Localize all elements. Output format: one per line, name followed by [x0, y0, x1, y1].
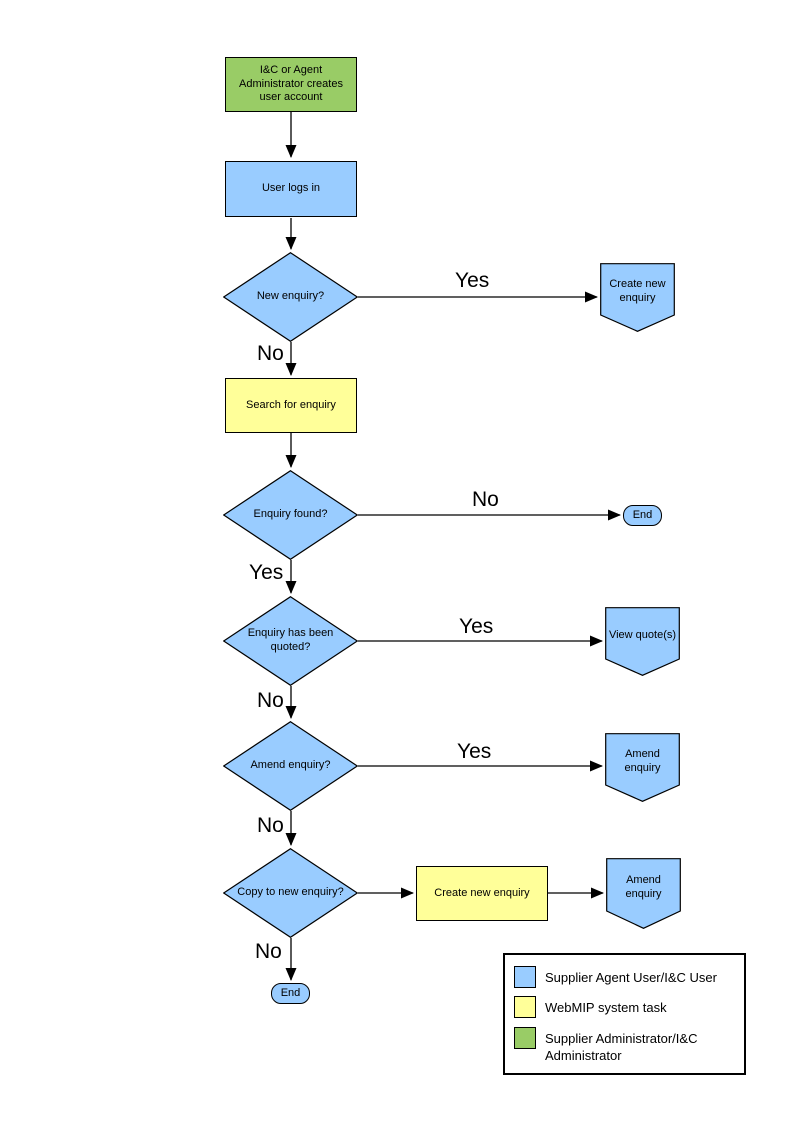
node-label: Search for enquiry [246, 398, 336, 411]
diamond-shape [223, 252, 358, 342]
node-label: View quote(s) [608, 628, 677, 641]
node-user-logs-in: User logs in [225, 161, 357, 217]
node-amend-enquiry-offpage-2: Amend enquiry [606, 858, 681, 929]
node-label: Copy to new enquiry? [237, 886, 344, 899]
node-label: Create new enquiry [609, 277, 666, 304]
legend-label: WebMIP system task [545, 1000, 667, 1016]
node-label: End [280, 986, 301, 999]
node-create-new-enquiry-task: Create new enquiry [416, 866, 548, 921]
node-amend-enquiry-decision: Amend enquiry? [223, 721, 358, 811]
edge-label-yes: Yes [459, 615, 494, 638]
legend-swatch-green [514, 1026, 536, 1049]
legend-item-supplier-agent-user: Supplier Agent User/I&C User [514, 966, 734, 988]
node-label: Amend enquiry [625, 873, 662, 900]
node-enquiry-found-decision: Enquiry found? [223, 470, 358, 560]
node-new-enquiry-decision: New enquiry? [223, 252, 358, 342]
node-label: User logs in [261, 182, 321, 195]
diamond-shape [223, 721, 358, 811]
node-end-right: End [623, 505, 662, 526]
node-label: New enquiry? [256, 290, 325, 303]
legend-item-supplier-administrator: Supplier Administrator/I&C Administrator [514, 1026, 734, 1065]
legend-swatch-yellow [514, 996, 536, 1019]
node-search-for-enquiry: Search for enquiry [225, 378, 357, 433]
diamond-shape [223, 596, 358, 686]
offpage-pentagon-shape [600, 263, 675, 332]
offpage-pentagon-shape [605, 607, 680, 676]
node-end-bottom: End [271, 983, 310, 1004]
node-label: I&C or Agent Administrator creates user … [239, 63, 343, 104]
edge-label-no: No [255, 940, 282, 963]
offpage-pentagon-shape [605, 733, 680, 802]
node-create-new-enquiry-offpage: Create new enquiry [600, 263, 675, 332]
edge-label-no: No [257, 342, 284, 365]
node-admin-creates-account: I&C or Agent Administrator creates user … [225, 57, 357, 112]
node-amend-enquiry-offpage-1: Amend enquiry [605, 733, 680, 802]
legend-label: Supplier Administrator/I&C Administrator [545, 1030, 698, 1064]
edge-label-no: No [472, 488, 499, 511]
node-copy-to-new-enquiry-decision: Copy to new enquiry? [223, 848, 358, 938]
edge-label-yes: Yes [249, 561, 284, 584]
edge-label-yes: Yes [455, 269, 490, 292]
edge-label-no: No [257, 689, 284, 712]
node-label: Amend enquiry? [250, 759, 331, 772]
diamond-shape [223, 848, 358, 938]
node-label: Create new enquiry [434, 886, 530, 899]
node-label: Amend enquiry [624, 747, 661, 774]
node-enquiry-quoted-decision: Enquiry has been quoted? [223, 596, 358, 686]
legend: Supplier Agent User/I&C User WebMIP syst… [503, 953, 746, 1075]
node-label: End [632, 508, 653, 521]
offpage-pentagon-shape [606, 858, 681, 929]
legend-item-webmip-system-task: WebMIP system task [514, 996, 734, 1019]
edge-label-no: No [257, 814, 284, 837]
edge-label-yes: Yes [457, 740, 492, 763]
legend-swatch-blue [514, 966, 536, 988]
node-view-quotes-offpage: View quote(s) [605, 607, 680, 676]
node-label: Enquiry has been quoted? [247, 627, 334, 653]
legend-label: Supplier Agent User/I&C User [545, 970, 717, 985]
diamond-shape [223, 470, 358, 560]
node-label: Enquiry found? [253, 508, 328, 521]
